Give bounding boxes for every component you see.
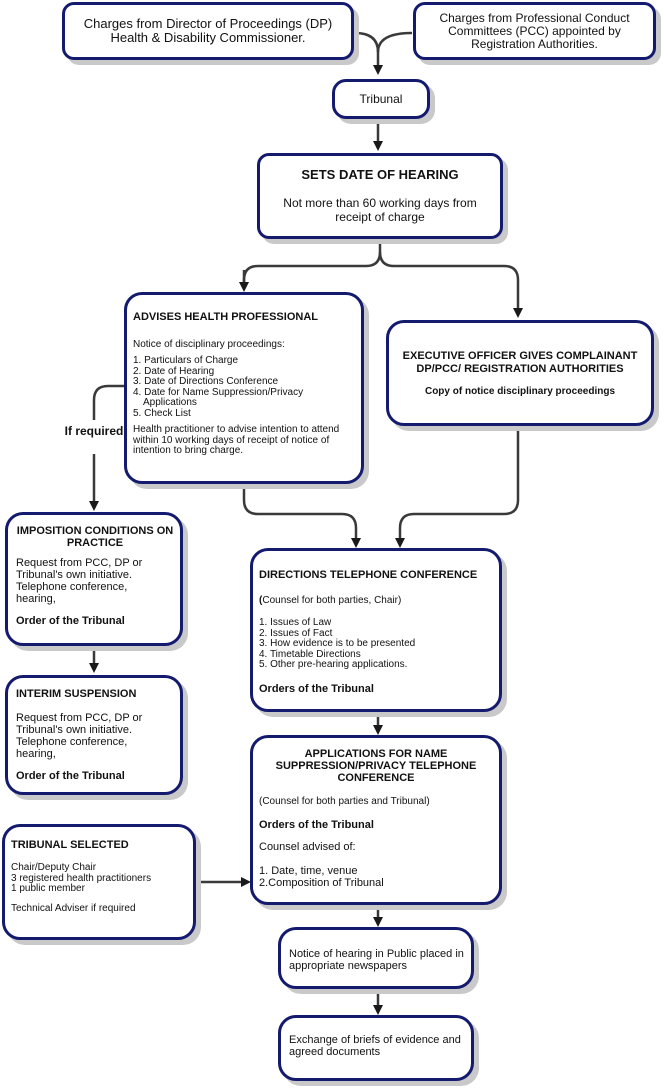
applications-title: APPLICATIONS FOR NAME SUPPRESSION/PRIVAC…	[275, 748, 477, 784]
list-item: 3. How evidence is to be presented	[259, 638, 416, 649]
interim-order: Order of the Tribunal	[16, 770, 125, 782]
applications-counsel: (Counsel for both parties and Tribunal)	[259, 796, 430, 807]
box-sets-date-of-hearing: SETS DATE OF HEARING Not more than 60 wo…	[257, 153, 503, 239]
selected-adviser: Technical Adviser if required	[11, 902, 136, 914]
exchange-text: Exchange of briefs of evidence and agree…	[289, 1034, 461, 1058]
selected-list: Chair/Deputy Chair 3 registered health p…	[11, 862, 187, 895]
notice-text: Notice of hearing in Public placed in ap…	[289, 948, 464, 972]
interim-text: Request from PCC, DP or Tribunal's own i…	[16, 712, 143, 760]
imposition-title: IMPOSITION CONDITIONS ON PRACTICE	[16, 525, 174, 549]
connector-advises-to-imposition	[92, 384, 124, 420]
box-exchange-of-briefs: Exchange of briefs of evidence and agree…	[278, 1015, 474, 1081]
connector-split-to-executive	[378, 251, 523, 318]
list-item: 4. Date for Name Suppression/Privacy	[133, 386, 304, 398]
advises-intro: Notice of disciplinary proceedings:	[133, 339, 285, 350]
box-charges-pcc: Charges from Professional Conduct Commit…	[413, 2, 656, 60]
advises-list: 1. Particulars of Charge 2. Date of Hear…	[133, 355, 355, 419]
directions-title: DIRECTIONS TELEPHONE CONFERENCE	[259, 569, 478, 581]
connector-sets-date-split	[242, 240, 382, 287]
charges-pcc-text: Charges from Professional Conduct Commit…	[439, 10, 630, 51]
box-tribunal: Tribunal	[332, 79, 430, 119]
list-item: 3. Date of Directions Conference	[133, 376, 279, 387]
directions-counsel-text: Counsel for both parties, Chair)	[262, 595, 402, 606]
box-imposition-conditions: IMPOSITION CONDITIONS ON PRACTICE Reques…	[5, 512, 183, 646]
list-item: 3 registered health practitioners	[11, 872, 152, 884]
tribunal-label: Tribunal	[359, 91, 403, 106]
imposition-order: Order of the Tribunal	[16, 615, 125, 627]
applications-orders: Orders of the Tribunal	[259, 819, 374, 831]
list-item: 4. Timetable Directions	[259, 648, 361, 660]
box-advises-health-professional: ADVISES HEALTH PROFESSIONAL Notice of di…	[124, 292, 364, 484]
list-item: 1. Issues of Law	[259, 617, 332, 628]
list-item: 5. Other pre-hearing applications.	[259, 659, 408, 670]
directions-counsel: (Counsel for both parties, Chair)	[259, 595, 493, 606]
box-tribunal-selected: TRIBUNAL SELECTED Chair/Deputy Chair 3 r…	[2, 824, 196, 940]
list-item: 2. Issues of Fact	[259, 627, 333, 639]
connector-top-right-to-tribunal	[376, 31, 413, 53]
list-item: Chair/Deputy Chair	[11, 862, 97, 873]
executive-text: Copy of notice disciplinary proceedings	[424, 385, 616, 397]
directions-counsel-paren: (	[259, 595, 263, 606]
box-executive-officer: EXECUTIVE OFFICER GIVES COMPLAINANT DP/P…	[386, 320, 654, 426]
list-item: 2. Date of Hearing	[133, 365, 215, 377]
list-item: 2.Composition of Tribunal	[259, 877, 384, 889]
advises-footer: Health practitioner to advise intention …	[133, 424, 340, 456]
list-item: 1. Date, time, venue	[259, 865, 358, 877]
box-applications-name-suppression: APPLICATIONS FOR NAME SUPPRESSION/PRIVAC…	[250, 735, 502, 905]
connector-advises-to-directions	[242, 484, 361, 548]
box-charges-director-of-proceedings: Charges from Director of Proceedings (DP…	[62, 2, 354, 60]
list-item: Applications	[143, 397, 197, 408]
applications-advised: Counsel advised of:	[259, 841, 356, 853]
directions-orders: Orders of the Tribunal	[259, 682, 374, 695]
box-interim-suspension: INTERIM SUSPENSION Request from PCC, DP …	[5, 675, 183, 795]
sets-date-text: Not more than 60 working days from recei…	[283, 196, 477, 224]
sets-date-title: SETS DATE OF HEARING	[301, 167, 459, 182]
box-notice-of-hearing: Notice of hearing in Public placed in ap…	[278, 927, 474, 989]
box-directions-telephone-conference: DIRECTIONS TELEPHONE CONFERENCE (Counsel…	[250, 548, 502, 712]
executive-title: EXECUTIVE OFFICER GIVES COMPLAINANT DP/P…	[402, 349, 638, 375]
advises-title: ADVISES HEALTH PROFESSIONAL	[133, 311, 318, 323]
list-item: 1 public member	[11, 883, 85, 894]
if-required-label: If required	[64, 424, 124, 438]
selected-title: TRIBUNAL SELECTED	[11, 839, 129, 851]
connector-executive-to-directions	[395, 428, 520, 548]
directions-list: 1. Issues of Law 2. Issues of Fact 3. Ho…	[259, 617, 493, 671]
list-item: 1. Particulars of Charge	[133, 355, 239, 366]
list-item: 5. Check List	[133, 407, 191, 419]
imposition-text: Request from PCC, DP or Tribunal's own i…	[16, 557, 143, 605]
interim-title: INTERIM SUSPENSION	[16, 688, 137, 700]
applications-list: 1. Date, time, venue 2.Composition of Tr…	[259, 865, 493, 889]
connector-top-left-to-tribunal	[354, 31, 383, 75]
charges-dp-text: Charges from Director of Proceedings (DP…	[83, 16, 333, 45]
